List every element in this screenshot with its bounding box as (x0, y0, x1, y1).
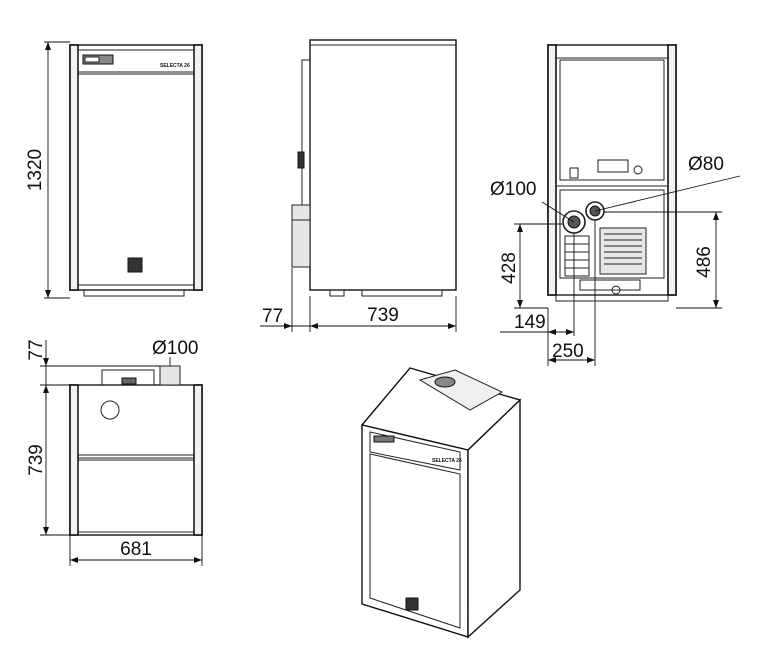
top-width-label: 681 (120, 539, 152, 560)
iso-control-display (373, 435, 395, 443)
rear-view: Ø100 Ø80 428 486 149 250 (490, 44, 741, 366)
top-depth-label: 739 (26, 444, 47, 476)
top-offset-label: 77 (26, 339, 47, 360)
side-depth-label: 739 (367, 305, 399, 326)
top-flue-label: Ø100 (152, 338, 198, 359)
rear-flue-small-label: Ø80 (688, 154, 724, 175)
side-view: 77 739 (260, 39, 457, 332)
top-flue-pipe (159, 365, 181, 386)
iso-model-label: SELECTA 26 (432, 458, 462, 464)
iso-badge (405, 597, 419, 611)
front-model-label: SELECTA 26 (160, 63, 190, 69)
side-offset-label: 77 (262, 306, 283, 327)
top-view: 77 Ø100 739 681 (26, 338, 203, 566)
rear-right-height-label: 486 (694, 246, 715, 278)
iso-view: SELECTA 26 (360, 367, 522, 639)
fan-grille (599, 227, 647, 275)
rear-left-height-label: 428 (499, 252, 520, 284)
front-view: SELECTA 26 1320 (25, 41, 203, 299)
front-height-label: 1320 (25, 149, 46, 191)
rear-flue-large-label: Ø100 (490, 179, 536, 200)
rear-offset-b-label: 250 (552, 341, 584, 362)
front-badge (127, 257, 143, 273)
side-flue-pipe (291, 204, 311, 268)
rear-offset-a-label: 149 (514, 312, 546, 333)
